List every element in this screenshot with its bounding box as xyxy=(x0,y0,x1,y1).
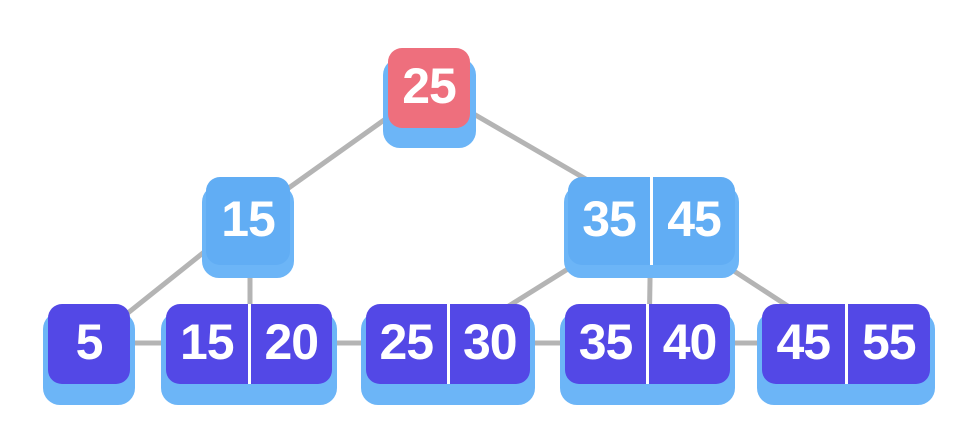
node-key: 25 xyxy=(402,58,457,114)
node-key: 35 xyxy=(578,314,634,370)
node-key: 40 xyxy=(662,314,718,370)
node-key: 30 xyxy=(462,314,518,370)
leaf-node-25-30: 25 30 xyxy=(361,304,535,405)
node-key: 15 xyxy=(179,314,235,370)
internal-node-35-45: 35 45 xyxy=(564,177,739,278)
key-divider xyxy=(646,304,649,384)
leaf-node-5: 5 xyxy=(43,304,135,405)
leaf-node-face: 35 40 xyxy=(565,304,730,384)
internal-node-face: 15 xyxy=(206,177,290,265)
root-node-25: 25 xyxy=(383,48,476,148)
key-divider xyxy=(650,177,653,265)
node-key: 35 xyxy=(582,191,637,247)
node-key: 20 xyxy=(264,314,319,370)
internal-node-15: 15 xyxy=(202,177,294,278)
leaf-node-face: 15 20 xyxy=(166,304,332,384)
key-divider xyxy=(844,304,848,384)
leaf-node-15-20: 15 20 xyxy=(161,304,337,405)
key-divider xyxy=(446,304,450,384)
node-key: 15 xyxy=(221,191,276,247)
leaf-node-face: 25 30 xyxy=(366,304,530,384)
node-key: 45 xyxy=(667,191,722,247)
root-node-face: 25 xyxy=(388,48,470,128)
leaf-node-face: 45 55 xyxy=(762,304,930,384)
leaf-node-45-55: 45 55 xyxy=(757,304,935,405)
node-key: 45 xyxy=(776,314,831,370)
internal-node-face: 35 45 xyxy=(568,177,735,265)
node-key: 25 xyxy=(379,314,434,370)
key-divider xyxy=(247,304,251,384)
node-key: 55 xyxy=(861,314,917,370)
node-key: 5 xyxy=(75,314,104,370)
leaf-node-35-40: 35 40 xyxy=(560,304,735,405)
leaf-node-face: 5 xyxy=(48,304,130,384)
